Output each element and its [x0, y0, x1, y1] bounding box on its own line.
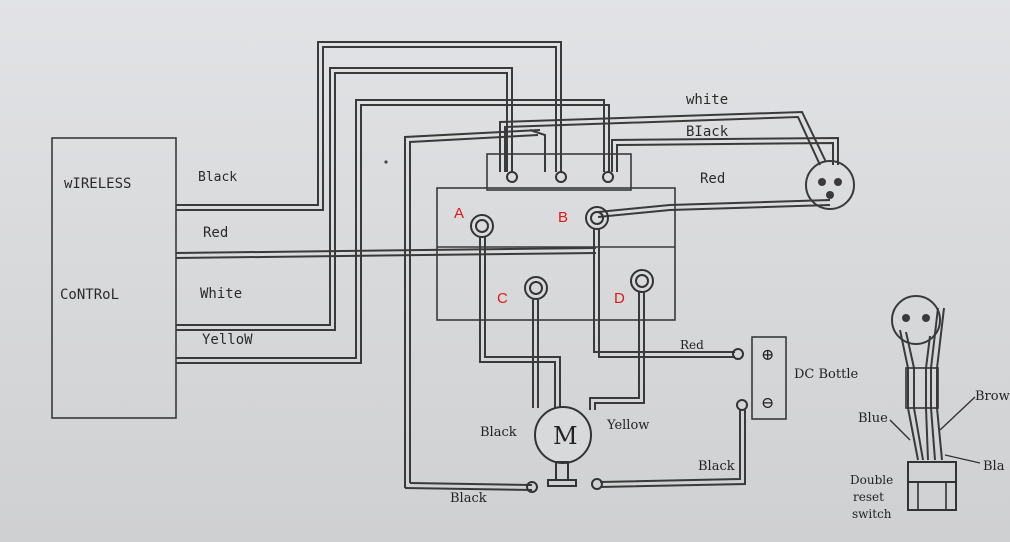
brown-leader — [939, 396, 976, 431]
label-white-left: White — [200, 286, 242, 302]
dc-battery-box — [751, 336, 787, 420]
label-reset: reset — [853, 490, 884, 504]
motor-symbol: M — [553, 422, 578, 450]
terminal-label-a: A — [454, 205, 464, 222]
wireless-control-box — [51, 137, 177, 419]
label-white-top: white — [686, 92, 728, 108]
stray-dot — [384, 160, 388, 164]
label-red-left: Red — [203, 225, 228, 241]
terminal-label-c: C — [497, 290, 508, 307]
top-terminal-3 — [602, 171, 614, 183]
battery-label: DC Bottle — [794, 367, 858, 382]
terminal-c — [524, 276, 548, 300]
lead-end-4 — [736, 399, 748, 411]
label-yellow-left: YelloW — [202, 332, 253, 348]
label-black-top: BIack — [686, 124, 729, 140]
top-terminal-1 — [506, 171, 518, 183]
controller-label-2: CoNTRoL — [60, 287, 119, 303]
socket-connector — [805, 160, 855, 210]
controller-wires — [175, 41, 610, 364]
label-red-top: Red — [700, 171, 725, 187]
terminal-a — [470, 214, 494, 238]
label-double: Double — [850, 473, 893, 487]
main-black-wire — [529, 129, 546, 172]
label-black-left: Black — [198, 170, 237, 185]
motor — [534, 406, 592, 487]
label-brown: Brow — [975, 389, 1010, 404]
top-terminal-2 — [555, 171, 567, 183]
controller-label-1: wIRELESS — [64, 176, 131, 192]
solenoid-top-block — [486, 153, 632, 191]
terminal-b — [585, 206, 609, 230]
label-switch: switch — [852, 507, 892, 521]
label-red-lead: Red — [680, 338, 704, 352]
motor-wires — [479, 229, 735, 410]
label-blue: Blue — [858, 411, 888, 426]
reset-switch — [891, 295, 957, 511]
terminal-label-b: B — [558, 209, 568, 226]
terminal-d — [630, 269, 654, 293]
battery-minus: ⊖ — [761, 393, 774, 412]
battery-plus: ⊕ — [761, 345, 774, 364]
lead-end-3 — [732, 348, 744, 360]
lead-end-2 — [591, 478, 603, 490]
label-bottom-black: Black — [450, 491, 487, 506]
blue-leader — [889, 419, 911, 441]
socket-wires — [499, 110, 839, 218]
label-motor-black: Black — [480, 425, 517, 440]
label-black-switch: Bla — [983, 459, 1005, 474]
label-battery-black: Black — [698, 459, 735, 474]
label-motor-yellow: Yellow — [606, 418, 649, 433]
terminal-label-d: D — [614, 290, 625, 307]
black-leader — [944, 454, 981, 464]
lead-end-1 — [526, 481, 538, 493]
